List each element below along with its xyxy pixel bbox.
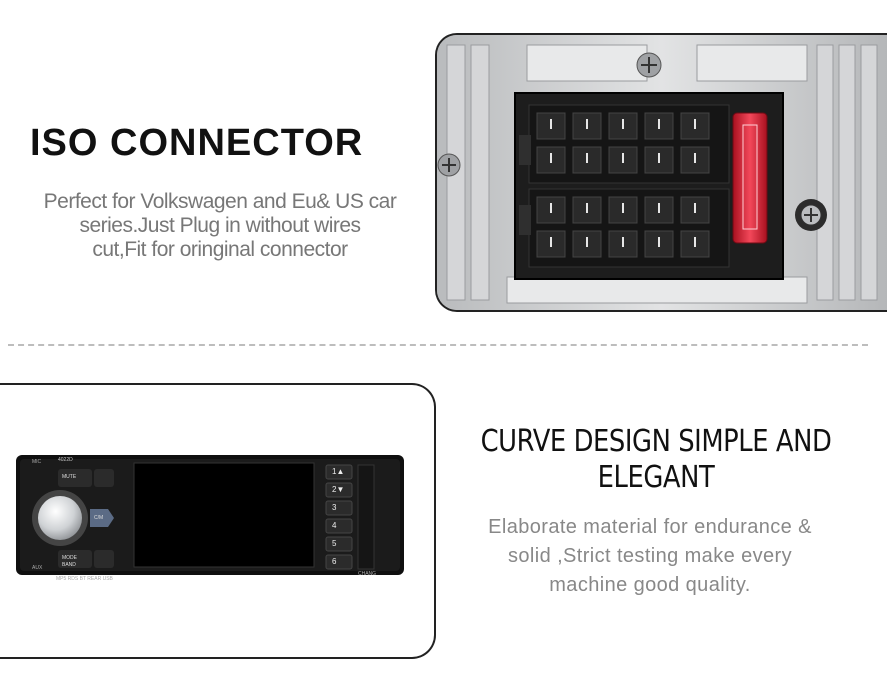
radio-model-label: 4022D — [58, 457, 73, 463]
iso-desc-line: series.Just Plug in without wires — [79, 214, 361, 237]
band-button[interactable]: BAND — [62, 562, 76, 568]
radio-features-label: MP5 RDS BT REAR USB — [56, 576, 113, 582]
preset-button-3[interactable]: 3 — [332, 503, 337, 512]
fuse-icon — [732, 112, 768, 244]
desc-line: machine good quality. — [549, 574, 751, 596]
screw-icon — [636, 52, 662, 78]
screw-icon — [437, 153, 461, 177]
iso-desc-line: Perfect for Volkswagen and Eu& US car — [43, 190, 397, 213]
cm-button[interactable]: C/M — [94, 515, 104, 521]
iso-desc-line: cut,Fit for oringinal connector — [92, 238, 348, 261]
curve-design-title: CURVE DESIGN SIMPLE AND ELEGANT — [481, 424, 832, 496]
section-divider — [8, 344, 868, 346]
preset-button-2[interactable]: 2▼ — [332, 485, 345, 494]
desc-line: Elaborate material for endurance & — [488, 516, 812, 538]
preset-button-5[interactable]: 5 — [332, 539, 337, 548]
mic-label: MIC — [32, 459, 42, 465]
preset-button-6[interactable]: 6 — [332, 557, 337, 566]
car-radio-photo: 4022D MUTE MODE C/M BAND MIC AUX MP5 RDS… — [0, 383, 436, 659]
iso-connector-description: Perfect for Volkswagen and Eu& US car se… — [0, 190, 440, 262]
title-line: CURVE DESIGN SIMPLE AND — [480, 424, 832, 459]
mute-button[interactable]: MUTE — [62, 474, 77, 480]
aux-label: AUX — [32, 565, 43, 571]
mode-button[interactable]: MODE — [62, 555, 77, 561]
curve-design-description: Elaborate material for endurance & solid… — [440, 513, 860, 600]
iso-connector-photo — [435, 33, 887, 312]
title-line: ELEGANT — [597, 460, 715, 495]
car-radio-illustration — [16, 455, 404, 575]
iso-connector-illustration — [437, 35, 887, 310]
preset-button-1[interactable]: 1▲ — [332, 467, 345, 476]
side-label: CHANG — [358, 571, 377, 577]
volume-knob — [38, 496, 82, 540]
screw-icon — [795, 199, 827, 231]
iso-connector-title: ISO CONNECTOR — [30, 122, 364, 164]
preset-button-4[interactable]: 4 — [332, 521, 337, 530]
desc-line: solid ,Strict testing make every — [507, 545, 792, 567]
